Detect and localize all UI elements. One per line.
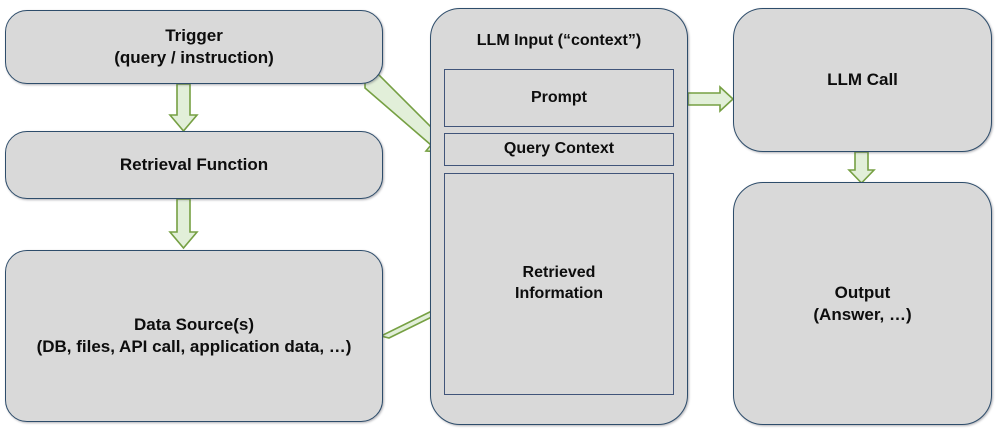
node-trigger[interactable]: Trigger (query / instruction) bbox=[5, 10, 383, 84]
inner-box-query-context[interactable]: Query Context bbox=[444, 133, 674, 166]
node-retrieval-function[interactable]: Retrieval Function bbox=[5, 131, 383, 199]
llm-input-panel-title: LLM Input (“context”) bbox=[476, 32, 642, 49]
arrow-trigger-to-retrieval-function bbox=[168, 83, 199, 133]
inner-box-prompt[interactable]: Prompt bbox=[444, 69, 674, 127]
arrow-llm-call-to-output bbox=[847, 151, 876, 185]
node-output[interactable]: Output (Answer, …) bbox=[733, 182, 992, 425]
inner-box-retrieved-information[interactable]: Retrieved Information bbox=[444, 173, 674, 395]
arrow-llm-input-to-llm-call bbox=[687, 85, 735, 113]
node-llm-input-panel[interactable]: LLM Input (“context”) Prompt Query Conte… bbox=[430, 8, 688, 425]
arrow-retrieval-function-to-data-sources bbox=[168, 198, 199, 250]
node-data-sources[interactable]: Data Source(s) (DB, files, API call, app… bbox=[5, 250, 383, 422]
node-llm-call[interactable]: LLM Call bbox=[733, 8, 992, 152]
